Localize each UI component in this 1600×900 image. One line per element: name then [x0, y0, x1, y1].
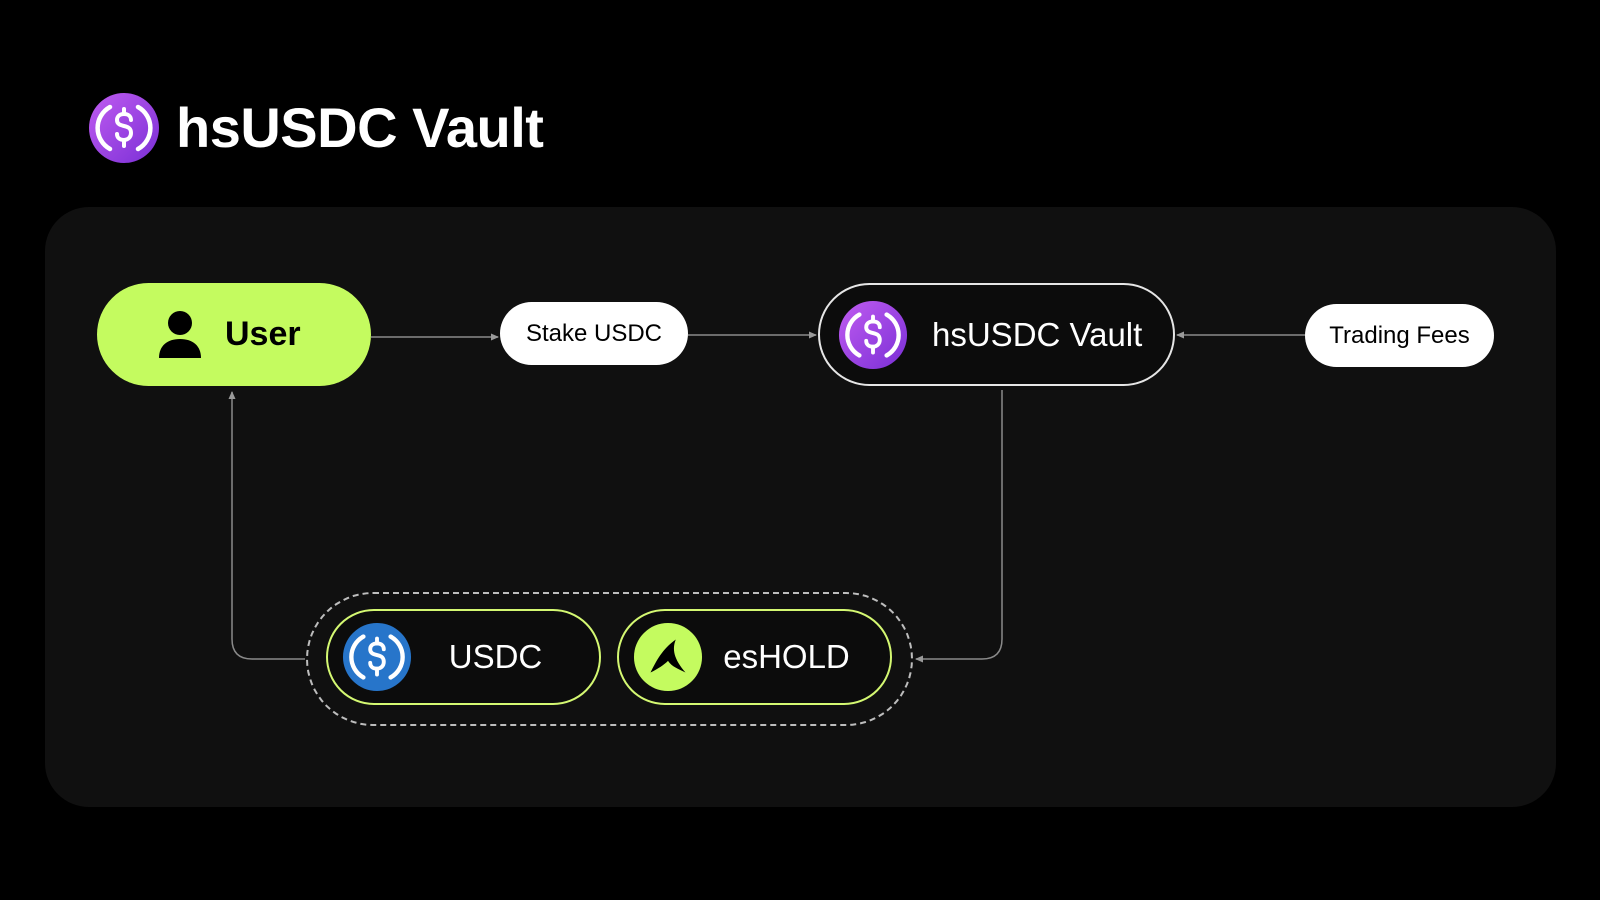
eshold-label: esHOLD: [723, 638, 850, 675]
rewards-group: [306, 592, 913, 726]
user-label: User: [225, 315, 301, 353]
usdc-coin-icon: [342, 622, 412, 692]
shark-fin-icon: [633, 622, 703, 692]
usdc-label: USDC: [448, 638, 543, 675]
page-title: hsUSDC Vault: [176, 96, 544, 159]
usdc-token-node: USDC: [326, 609, 601, 705]
trading-fees-label: Trading Fees: [1329, 321, 1470, 349]
usdc-coin-icon: [89, 93, 159, 163]
trading-fees-node: Trading Fees: [1305, 304, 1494, 367]
person-icon: [159, 310, 201, 358]
page-header: hsUSDC Vault: [88, 92, 544, 164]
eshold-token-node: esHOLD: [617, 609, 892, 705]
usdc-coin-icon: [838, 300, 908, 369]
stake-usdc-node: Stake USDC: [500, 302, 688, 365]
user-node: User: [97, 283, 371, 386]
hsusdc-vault-node: hsUSDC Vault: [818, 283, 1175, 386]
hsusdc-vault-label: hsUSDC Vault: [932, 315, 1143, 353]
stake-usdc-label: Stake USDC: [525, 319, 663, 347]
